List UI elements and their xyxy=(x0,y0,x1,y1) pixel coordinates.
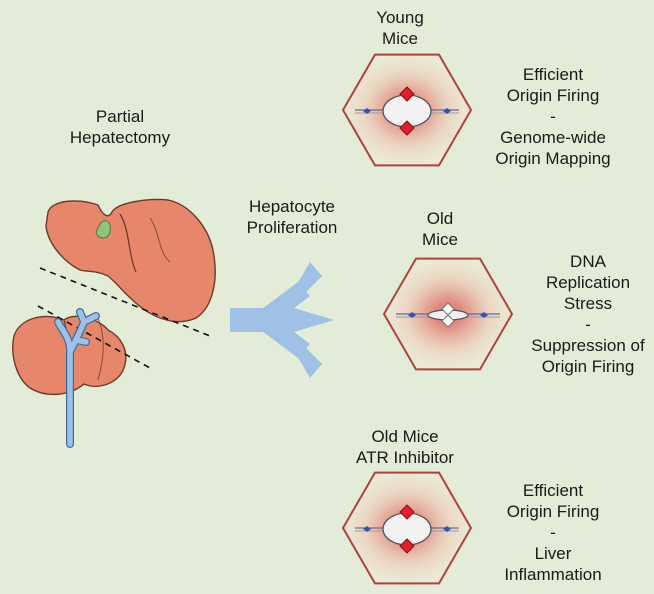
old-mice-outcome: DNA Replication Stress - Suppression of … xyxy=(531,252,645,376)
origin-marker xyxy=(441,314,455,328)
replication-fork xyxy=(363,108,371,114)
replication-fork xyxy=(443,108,451,114)
portal-vein-icon xyxy=(54,308,100,448)
old-mice-atr-inhibitor-outcome: Efficient Origin Firing - Liver Inflamma… xyxy=(504,481,602,584)
replication-fork xyxy=(408,312,416,318)
proliferation-arrow-icon xyxy=(230,262,334,378)
origin-marker xyxy=(399,504,415,520)
old-mice-atr-inhibitor-cell-hexagon xyxy=(341,471,473,585)
old-mice-title: Old Mice xyxy=(422,209,458,249)
young-mice-title: Young Mice xyxy=(376,8,424,48)
old-mice-cell-hexagon xyxy=(382,257,514,371)
cut-line-1 xyxy=(39,267,211,337)
origin-marker xyxy=(399,538,415,554)
hepatocyte-proliferation-label: Hepatocyte Proliferation xyxy=(246,197,338,237)
origin-marker xyxy=(399,86,415,102)
replication-fork xyxy=(480,312,488,318)
origin-marker xyxy=(399,120,415,136)
old-mice-atr-inhibitor-title: Old Mice ATR Inhibitor xyxy=(356,427,454,467)
young-mice-outcome: Efficient Origin Firing - Genome-wide Or… xyxy=(495,65,611,168)
partial-hepatectomy-label: Partial Hepatectomy xyxy=(69,107,171,147)
young-mice-cell-hexagon xyxy=(341,53,473,167)
replication-fork xyxy=(363,526,371,532)
liver-remnant-icon xyxy=(45,198,216,323)
replication-fork xyxy=(443,526,451,532)
